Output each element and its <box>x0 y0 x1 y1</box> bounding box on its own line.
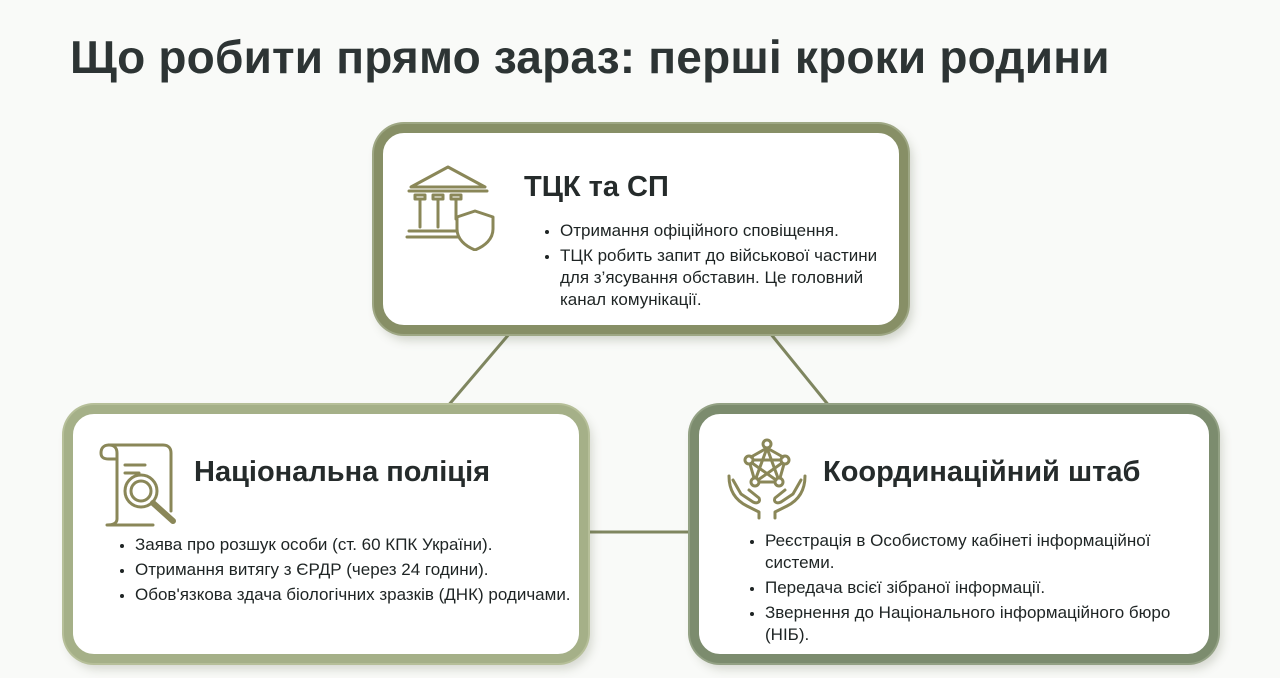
list-item: Отримання офіційного сповіщення. <box>560 220 890 242</box>
hands-network-icon <box>727 438 807 520</box>
page-title: Що робити прямо зараз: перші кроки родин… <box>70 31 1110 83</box>
list-item: Отримання витягу з ЄРДР (через 24 години… <box>135 559 597 581</box>
connector-tck-police <box>445 332 512 408</box>
node-hq: Координаційний штаб Реєстрація в Особист… <box>690 405 1218 663</box>
list-item: Реєстрація в Особистому кабінеті інформа… <box>765 530 1205 574</box>
node-hq-list: Реєстрація в Особистому кабінеті інформа… <box>747 530 1205 649</box>
list-item: Заява про розшук особи (ст. 60 КПК Украї… <box>135 534 597 556</box>
node-police: Національна поліція Заява про розшук осо… <box>64 405 588 663</box>
node-tck-title: ТЦК та СП <box>524 171 669 203</box>
list-item: ТЦК робить запит до військової частини д… <box>560 245 890 311</box>
list-item: Обов'язкова здача біологічних зразків (Д… <box>135 584 597 606</box>
node-tck: ТЦК та СП Отримання офіційного сповіщенн… <box>374 124 908 334</box>
node-hq-title: Координаційний штаб <box>823 456 1141 488</box>
node-police-title: Національна поліція <box>194 456 491 488</box>
list-item: Звернення до Національного інформаційног… <box>765 602 1205 646</box>
node-police-list: Заява про розшук особи (ст. 60 КПК Украї… <box>117 534 597 609</box>
government-building-shield-icon <box>405 165 495 251</box>
connector-tck-hq <box>768 332 832 408</box>
node-tck-list: Отримання офіційного сповіщення. ТЦК роб… <box>542 220 890 314</box>
list-item: Передача всієї зібраної інформації. <box>765 577 1205 599</box>
document-magnifier-icon <box>99 443 176 527</box>
